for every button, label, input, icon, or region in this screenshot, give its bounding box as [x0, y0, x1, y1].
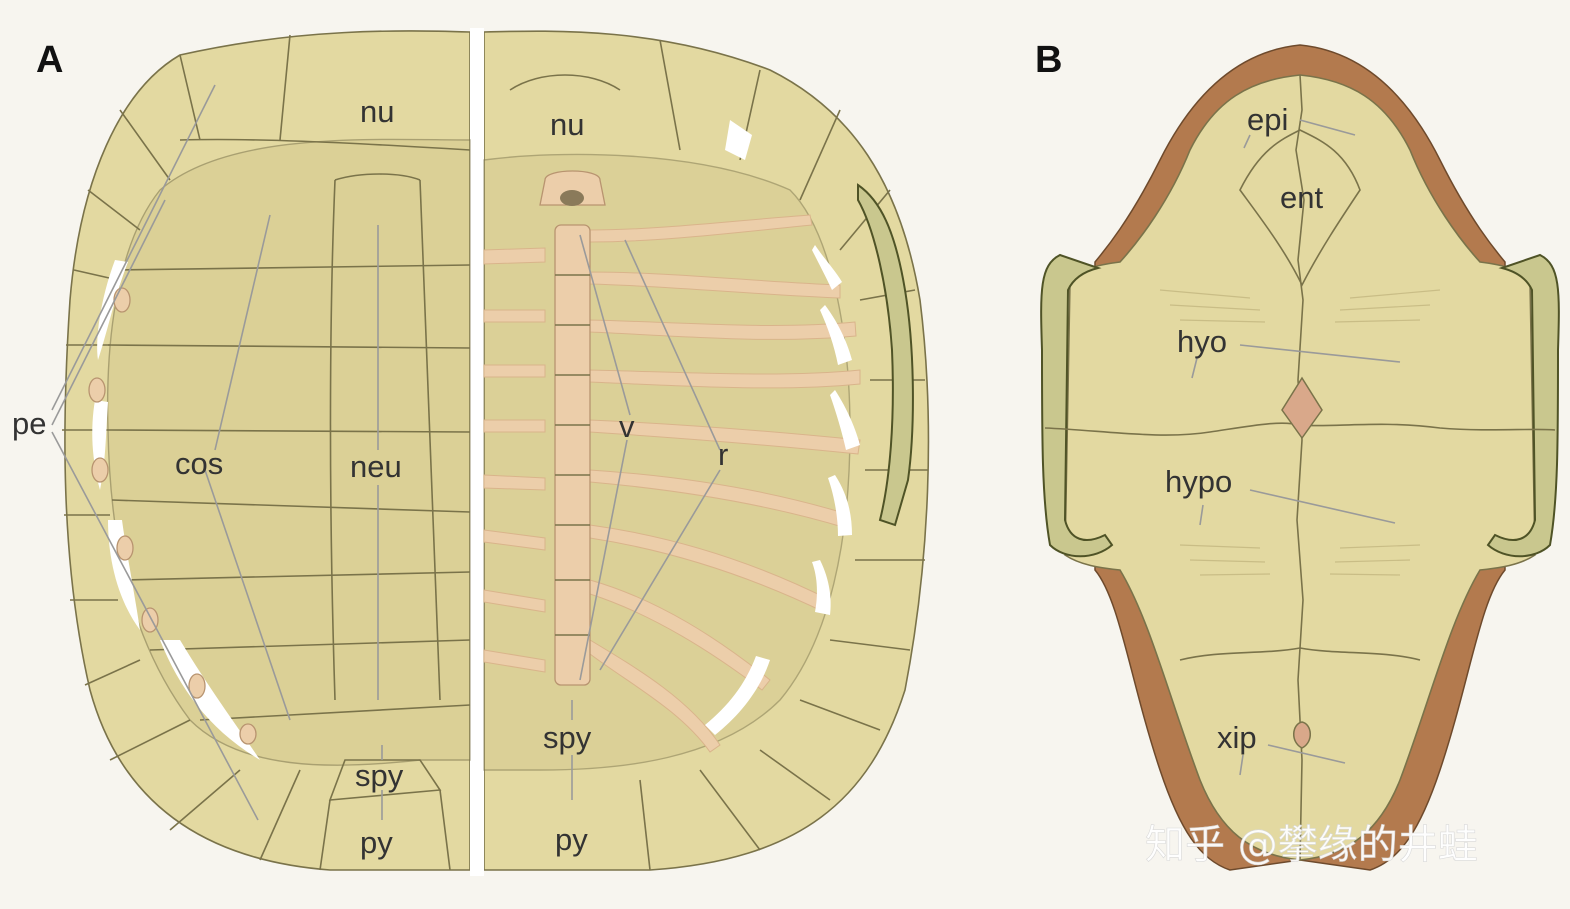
central-fontanelle: [1281, 376, 1323, 440]
leaders-a: [51, 84, 721, 821]
panel-a-carapace: A nu nu pe cos neu spy py spy py v r: [12, 28, 930, 876]
striations: [1159, 289, 1441, 576]
inner-field-right: [483, 153, 851, 771]
label-nu-right: nu: [550, 107, 584, 142]
leaders-b: [1191, 119, 1401, 776]
label-v: v: [619, 409, 635, 444]
label-nu-left: nu: [360, 94, 394, 129]
label-r: r: [718, 437, 728, 472]
panel-a-letter: A: [36, 39, 63, 81]
label-xip: xip: [1217, 720, 1257, 755]
buttress-strip: [857, 183, 914, 527]
label-ent: ent: [1280, 180, 1323, 215]
bridge-right: [1486, 253, 1560, 558]
vertebral-column: [539, 170, 606, 686]
label-spy-right: spy: [543, 720, 592, 755]
label-spy-left: spy: [355, 758, 404, 793]
half-separator: [470, 28, 484, 876]
label-neu: neu: [350, 449, 402, 484]
panel-b-plastron: B epi ent hyo hypo xip: [1035, 39, 1560, 871]
entoplastron-suture: [1239, 129, 1361, 287]
watermark-text: 知乎 @攀缘的井蛙: [1145, 822, 1478, 868]
label-py-left: py: [360, 825, 393, 860]
midline-suture: [1295, 74, 1305, 861]
costal-sutures-left: [107, 264, 471, 721]
fenestrae-left: [92, 260, 260, 760]
bridge-left: [1040, 253, 1114, 558]
label-cos: cos: [175, 446, 223, 481]
label-epi: epi: [1247, 102, 1288, 137]
hypo-xip-suture: [1179, 647, 1421, 661]
panel-b-letter: B: [1035, 39, 1062, 81]
vertebra-head: [560, 190, 584, 206]
costal-field-left: [106, 138, 471, 766]
label-py-right: py: [555, 822, 588, 857]
xip-fontanelle: [1293, 721, 1311, 749]
nuchal-arc-right: [509, 74, 621, 91]
fenestrae-right: [705, 120, 860, 735]
label-pe: pe: [12, 406, 46, 441]
label-hypo: hypo: [1165, 464, 1232, 499]
nuchal-suture-left: [179, 138, 471, 151]
ribs-right: [483, 214, 861, 753]
label-hyo: hyo: [1177, 324, 1227, 359]
neural-column: [319, 173, 451, 871]
